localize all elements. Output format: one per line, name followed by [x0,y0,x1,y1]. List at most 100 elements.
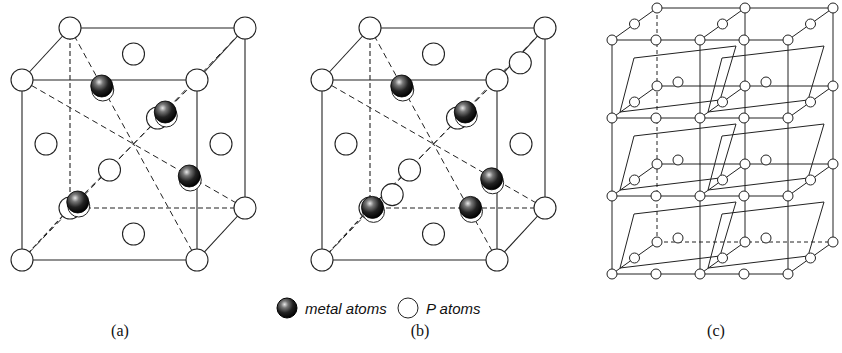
p-atom [486,69,508,91]
metal-atom [460,196,482,218]
lattice-atom [828,81,838,91]
p-atom [123,43,145,65]
body-diagonal [22,80,245,208]
body-diagonal [70,80,197,208]
legend-text: P atoms [426,300,480,317]
lattice-atom [630,19,640,29]
lattice-atom [651,191,661,201]
lattice-line [788,40,789,274]
cube-edge [369,28,370,208]
p-atom [11,69,33,91]
layered-lattice [607,3,838,279]
p-atom [486,249,508,271]
lattice-atom [828,237,838,247]
lattice-atom [718,253,728,263]
lattice-atom [783,269,793,279]
lattice-atom [806,253,816,263]
lattice-atom [652,159,662,169]
metal-atom [91,75,113,97]
cube-edge [22,259,197,260]
lattice-line [700,40,701,274]
p-atom [398,298,418,318]
lattice-atom [761,77,771,87]
metal-atom [391,75,413,97]
lattice-atom [630,97,640,107]
legend-item: metal atoms [275,296,387,320]
cube-edge [70,27,245,28]
p-atom [399,159,421,181]
lattice-atom [739,191,749,201]
lattice-atom [673,155,683,165]
panel-label: (b) [411,322,430,340]
lattice-atom [761,155,771,165]
inner-plane [620,124,736,190]
lattice-atom [761,233,771,243]
lattice-atom [673,233,683,243]
lattice-atom [651,35,661,45]
lattice-atom [718,175,728,185]
p-atom [509,52,531,74]
lattice-atom [651,269,661,279]
metal-atom [67,191,89,213]
body-diagonal [322,28,545,260]
panel-label-text: (c) [707,322,725,339]
cube-edge [70,207,245,208]
lattice-atom [607,269,617,279]
lattice-atom [740,237,750,247]
lattice-atom [718,19,728,29]
cube-edge [322,259,497,260]
cube-edge [544,28,545,208]
p-atom [423,43,445,65]
inner-plane [708,46,824,112]
p-atom [534,17,556,39]
cube-edge [370,207,545,208]
lattice-atom [607,113,617,123]
lattice-atom [630,175,640,185]
lattice-atom [806,175,816,185]
lattice-atom [652,81,662,91]
body-diagonal [322,80,545,208]
lattice-atom [828,3,838,13]
metal-atom [178,165,200,187]
lattice-atom [607,191,617,201]
p-atom [359,17,381,39]
lattice-atom [783,35,793,45]
inner-plane [620,46,736,112]
p-atom [11,249,33,271]
lattice-atom [607,35,617,45]
lattice-atom [652,3,662,13]
metal-atom [481,168,503,190]
panel-label: (c) [707,322,725,340]
p-atom [99,159,121,181]
cube-b [311,17,556,271]
p-atom [234,197,256,219]
lattice-line [612,8,657,40]
lattice-line [612,242,657,274]
lattice-atom [740,3,750,13]
lattice-line [612,40,613,274]
lattice-line [788,8,833,40]
p-atom [123,223,145,245]
lattice-line [700,8,745,40]
cube-edge [370,27,545,28]
p-atom [311,249,333,271]
lattice-atom [718,97,728,107]
lattice-atom [739,35,749,45]
lattice-atom [695,191,705,201]
p-atom [35,133,57,155]
panel-label-text: (b) [411,322,430,339]
lattice-atom [673,77,683,87]
metal-atom [154,101,176,123]
lattice-atom [739,269,749,279]
panel-label: (a) [111,322,129,340]
lattice-atom [630,253,640,263]
p-atom [186,69,208,91]
metal-atom [362,196,384,218]
p-atom [423,223,445,245]
cube-edge [69,28,70,208]
lattice-atom [783,191,793,201]
metal-atom [454,101,476,123]
body-diagonal [22,28,245,260]
lattice-atom [740,159,750,169]
